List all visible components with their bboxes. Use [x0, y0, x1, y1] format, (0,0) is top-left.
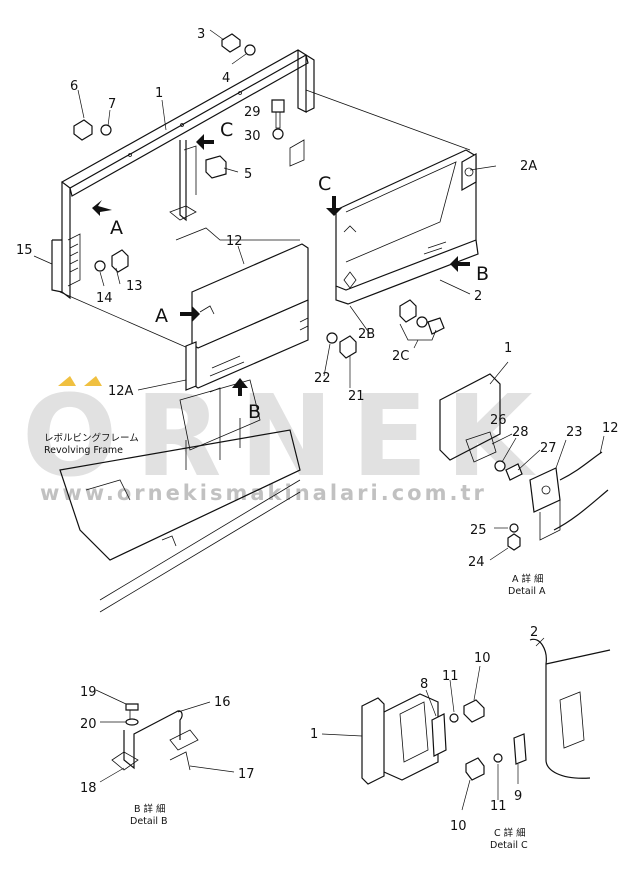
- callout-14: 14: [96, 291, 113, 306]
- callout-15: 15: [16, 243, 33, 258]
- callout-detail-c-8: 8: [420, 677, 428, 692]
- callout-2a: 2A: [520, 159, 537, 174]
- revolving-frame-label-jp: レボルビングフレーム: [44, 432, 139, 444]
- callout-detail-b-20: 20: [80, 717, 97, 732]
- detail-c-title-en: Detail C: [490, 840, 528, 851]
- callout-detail-c-11-top: 11: [442, 669, 459, 684]
- callout-detail-a-25: 25: [470, 523, 487, 538]
- detail-b: [111, 703, 199, 771]
- callout-4: 4: [222, 71, 230, 86]
- callout-5: 5: [244, 167, 252, 182]
- view-arrows: [92, 134, 470, 396]
- view-label-c-right: C: [318, 173, 331, 195]
- callout-detail-c-1: 1: [310, 727, 318, 742]
- right-panel-2: [335, 149, 479, 305]
- view-label-a-left: A: [110, 217, 123, 239]
- view-arrow-a-left: [92, 200, 112, 216]
- callout-detail-c-9: 9: [514, 789, 522, 804]
- callout-detail-b-19: 19: [80, 685, 97, 700]
- callout-detail-c-10-top: 10: [474, 651, 491, 666]
- callout-detail-b-16: 16: [214, 695, 231, 710]
- callout-detail-a-12: 12: [602, 421, 619, 436]
- watermark-url: www.ornekismakinalari.com.tr: [40, 481, 487, 505]
- callout-6: 6: [70, 79, 78, 94]
- view-arrow-b-right: [450, 256, 470, 272]
- callout-detail-c-10-bottom: 10: [450, 819, 467, 834]
- callout-detail-c-11-bottom: 11: [490, 799, 507, 814]
- callout-13: 13: [126, 279, 143, 294]
- view-label-b-right: B: [476, 263, 489, 285]
- detail-a-title-jp: A 詳 細: [512, 573, 544, 585]
- callout-detail-a-27: 27: [540, 441, 557, 456]
- detail-b-title-en: Detail B: [130, 816, 168, 827]
- detail-c: [361, 638, 611, 785]
- center-panel-12: [185, 243, 309, 391]
- callout-7: 7: [108, 97, 116, 112]
- revolving-frame-label-en: Revolving Frame: [44, 445, 123, 456]
- callout-30: 30: [244, 129, 261, 144]
- callout-12a: 12A: [108, 384, 134, 399]
- callout-2: 2: [474, 289, 482, 304]
- callout-2c: 2C: [392, 349, 409, 364]
- view-arrow-c-right: [326, 196, 342, 216]
- revolving-frame: [59, 379, 301, 613]
- watermark-accent-mark: [58, 376, 76, 386]
- leader-lines: [33, 29, 605, 811]
- callout-29: 29: [244, 105, 261, 120]
- view-label-b-bottom: B: [248, 401, 261, 423]
- watermark-accent-mark: [84, 376, 102, 386]
- callout-3: 3: [197, 27, 205, 42]
- part-5-clip: [205, 155, 227, 179]
- main-frame: [51, 49, 471, 349]
- detail-a-title-en: Detail A: [508, 586, 546, 597]
- top-fasteners: [73, 33, 285, 141]
- center-fasteners: [94, 249, 357, 359]
- callout-21: 21: [348, 389, 365, 404]
- callout-detail-a-1: 1: [504, 341, 512, 356]
- callout-detail-a-24: 24: [468, 555, 485, 570]
- callout-2b: 2B: [358, 327, 375, 342]
- callout-1: 1: [155, 86, 163, 101]
- callout-detail-b-18: 18: [80, 781, 97, 796]
- callout-detail-c-2: 2: [530, 625, 538, 640]
- view-label-a-panel: A: [155, 305, 168, 327]
- callout-detail-a-26: 26: [490, 413, 507, 428]
- detail-a: [439, 373, 609, 551]
- detail-b-title-jp: B 詳 細: [134, 803, 166, 815]
- detail-c-title-jp: C 詳 細: [494, 827, 526, 839]
- panel-2-fasteners: [399, 299, 445, 341]
- callout-detail-b-17: 17: [238, 767, 255, 782]
- callout-12: 12: [226, 234, 243, 249]
- view-arrow-a-panel: [180, 306, 200, 322]
- callout-detail-a-23: 23: [566, 425, 583, 440]
- callout-22: 22: [314, 371, 331, 386]
- view-arrow-b-bottom: [232, 378, 248, 396]
- callout-detail-a-28: 28: [512, 425, 529, 440]
- view-label-c-top: C: [220, 119, 233, 141]
- view-arrow-c-top: [196, 134, 214, 150]
